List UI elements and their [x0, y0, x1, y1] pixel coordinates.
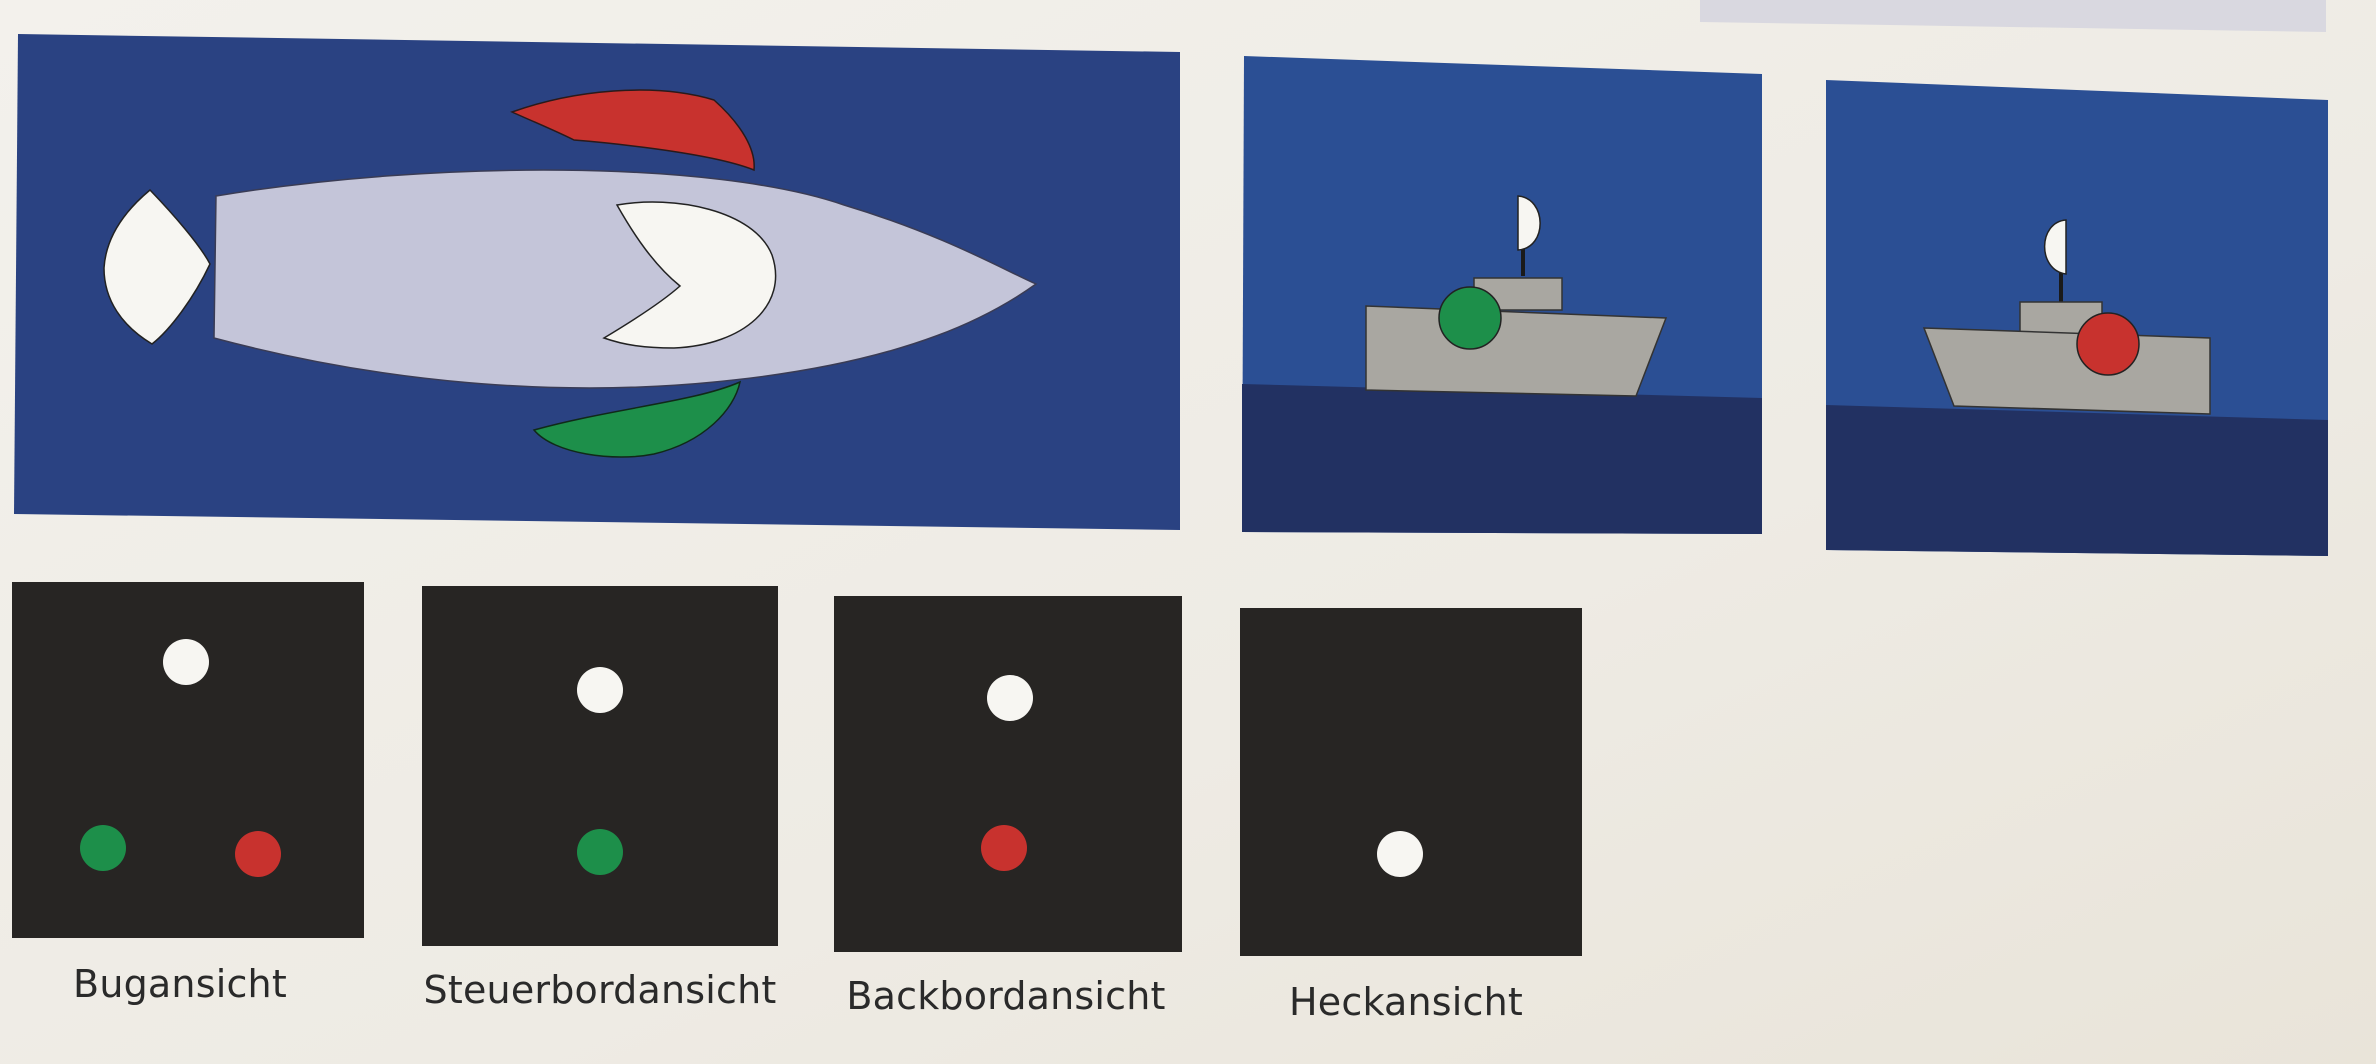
red-sidelight — [981, 825, 1027, 871]
white-masthead-light — [163, 639, 209, 685]
starboard-side-view-panel — [1242, 56, 1762, 534]
port-red-light-sector — [509, 89, 755, 172]
port-view-caption: Backbordansicht — [846, 974, 1166, 1018]
hull — [1922, 327, 2211, 415]
red-sidelight — [235, 831, 281, 877]
white-stern-light — [1377, 831, 1423, 877]
top-view-panel — [14, 34, 1180, 530]
stern-view-caption: Heckansicht — [1289, 980, 1523, 1024]
hull — [1365, 305, 1668, 397]
night-background — [12, 582, 364, 938]
port-view-panel — [834, 596, 1182, 952]
starboard-view-caption: Steuerbordansicht — [423, 968, 777, 1012]
ship-hull-top — [213, 169, 1038, 389]
mast — [1521, 246, 1525, 276]
green-sidelight — [577, 829, 623, 875]
bow-view-panel — [12, 582, 364, 938]
masthead-light — [1517, 195, 1541, 251]
night-background — [422, 586, 778, 946]
starboard-green-light-sector — [532, 380, 742, 458]
top-edge-shadow — [1700, 0, 2326, 32]
green-sidelight — [80, 825, 126, 871]
port-side-view-panel — [1826, 80, 2328, 556]
mast — [2059, 272, 2063, 302]
white-masthead-light — [577, 667, 623, 713]
masthead-light — [2044, 219, 2067, 275]
white-masthead-light — [987, 675, 1033, 721]
starboard-green-sidelight — [1438, 286, 1502, 350]
bow-view-caption: Bugansicht — [73, 962, 287, 1006]
night-background — [834, 596, 1182, 952]
stern-view-panel — [1240, 608, 1582, 956]
stern-white-light-sector — [103, 188, 211, 345]
water — [1242, 384, 1762, 534]
port-red-sidelight — [2076, 312, 2140, 376]
starboard-view-panel — [422, 586, 778, 946]
masthead-white-light-sector — [602, 201, 777, 349]
night-background — [1240, 608, 1582, 956]
water — [1826, 405, 2328, 556]
